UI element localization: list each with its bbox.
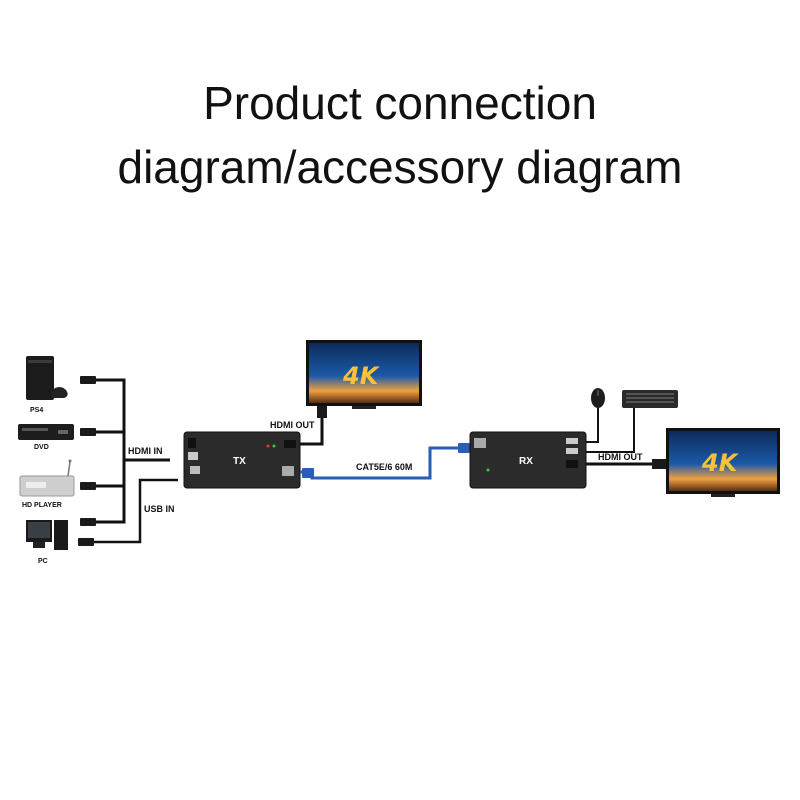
hdmi-input-cables	[96, 378, 170, 524]
source-connectors	[78, 376, 96, 546]
mouse-icon	[591, 388, 605, 408]
usb-in-label: USB IN	[144, 504, 175, 514]
tx-hdmi-out-cable	[300, 416, 324, 446]
title-line-1: Product connection	[203, 77, 597, 129]
source-label-dvd: DVD	[34, 444, 49, 451]
tv-display-tx	[306, 340, 422, 409]
dvd-icon	[18, 424, 74, 440]
source-label-ps4: PS4	[30, 407, 43, 414]
ps4-icon	[26, 356, 68, 400]
keyboard-icon	[622, 390, 678, 408]
rx-unit	[469, 431, 587, 489]
usb-input-cable	[94, 478, 178, 544]
hdmi-out-tx-label: HDMI OUT	[270, 420, 315, 430]
source-label-hd-player: HD PLAYER	[22, 502, 62, 509]
tv-4k-badge-tx: 4K	[342, 362, 381, 390]
source-label-pc: PC	[38, 558, 48, 565]
tv-4k-badge-rx: 4K	[701, 449, 740, 477]
hdmi-in-label: HDMI IN	[128, 446, 163, 456]
tv-display-rx	[666, 428, 780, 497]
hd-player-icon	[19, 459, 75, 497]
title-line-2: diagram/accessory diagram	[117, 141, 683, 193]
pc-icon	[26, 520, 68, 550]
tx-unit	[183, 431, 301, 489]
rx-label: RX	[519, 456, 533, 467]
cable-label: CAT5E/6 60M	[356, 462, 412, 472]
hdmi-out-rx-label: HDMI OUT	[598, 452, 643, 462]
tx-label: TX	[233, 456, 246, 467]
cat-cable	[300, 443, 470, 480]
usb-peripheral-cables	[586, 408, 635, 453]
